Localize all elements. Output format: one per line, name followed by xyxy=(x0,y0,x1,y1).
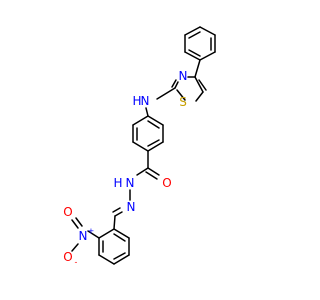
bond xyxy=(171,79,177,88)
hydrazide-hydrogen-label: H xyxy=(113,176,122,190)
nitro-oxygen-top-label: O xyxy=(63,205,72,219)
bond xyxy=(147,115,164,126)
bond xyxy=(75,217,83,227)
nitro-minus-charge: - xyxy=(75,258,78,267)
bond xyxy=(136,167,149,176)
bond xyxy=(132,141,149,152)
nitro-plus-charge: + xyxy=(88,227,95,236)
atom-labels: N H N S O H N N N + O O - xyxy=(63,69,187,267)
bond xyxy=(71,219,79,229)
bond xyxy=(195,91,204,102)
bond xyxy=(176,89,186,101)
bond xyxy=(174,81,179,89)
bond xyxy=(145,171,158,180)
bond xyxy=(71,243,79,252)
bond xyxy=(113,215,116,230)
nh-hydrogen-label: H xyxy=(132,94,141,108)
bond xyxy=(199,51,216,61)
bonds xyxy=(71,26,216,265)
nh-nitrogen-label: N xyxy=(141,94,150,108)
nitro-nitrogen-label: N xyxy=(79,229,88,243)
bond xyxy=(199,26,216,36)
bond xyxy=(112,207,121,213)
hydrazide-nitrogen-2-label: N xyxy=(127,200,136,214)
molecule-structure: N H N S O H N N N + O O - xyxy=(63,26,216,267)
bond xyxy=(147,139,160,147)
hydrazide-nitrogen-1-label: N xyxy=(126,176,135,190)
bond xyxy=(147,141,164,152)
bond xyxy=(188,31,201,39)
bond xyxy=(184,51,201,61)
bond xyxy=(194,76,204,93)
bond xyxy=(147,167,160,176)
bond xyxy=(198,79,207,91)
nitro-oxygen-bottom-label: O xyxy=(63,250,72,264)
bond xyxy=(114,211,123,217)
bond xyxy=(98,228,115,239)
bond xyxy=(147,120,160,129)
bond xyxy=(194,59,201,78)
bond xyxy=(188,49,201,57)
bond xyxy=(132,115,149,126)
thiazole-nitrogen-label: N xyxy=(179,69,188,83)
bond xyxy=(184,26,201,36)
bond xyxy=(87,230,100,239)
thiazole-sulfur-label: S xyxy=(179,95,187,109)
bond xyxy=(113,254,130,265)
bond xyxy=(145,107,149,117)
bond xyxy=(98,254,115,265)
bond xyxy=(113,228,130,239)
bond xyxy=(113,233,126,242)
bond xyxy=(113,252,126,260)
carbonyl-oxygen-label: O xyxy=(162,176,171,190)
bond xyxy=(156,87,176,100)
